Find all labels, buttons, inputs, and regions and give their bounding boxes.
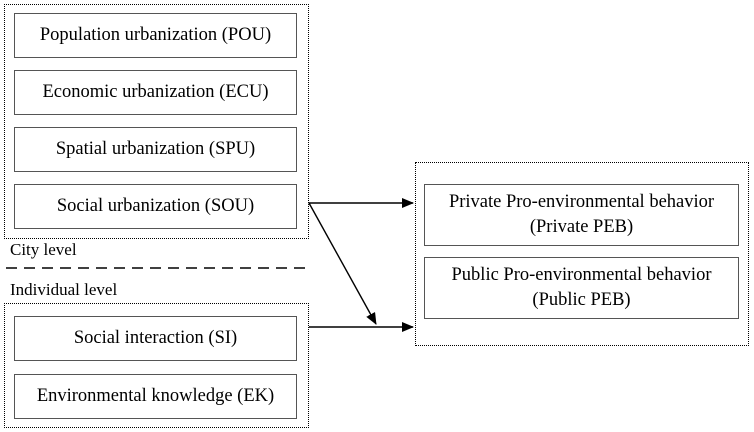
population-urbanization-box: Population urbanization (POU) [14,13,297,58]
economic-urbanization-label: Economic urbanization (ECU) [42,82,269,103]
public-peb-line1: Public Pro-environmental behavior [451,265,712,286]
individual-level-group [4,303,309,428]
environmental-knowledge-label: Environmental knowledge (EK) [36,386,275,407]
private-peb-line2: (Private PEB) [529,217,634,237]
individual-level-label: Individual level [10,280,118,299]
public-peb-line2: (Public PEB) [532,290,631,310]
spatial-urbanization-box: Spatial urbanization (SPU) [14,127,297,172]
public-peb-box: Public Pro-environmental behavior (Publi… [424,257,739,319]
environmental-knowledge-box: Environmental knowledge (EK) [14,374,297,419]
population-urbanization-label: Population urbanization (POU) [39,25,272,46]
economic-urbanization-box: Economic urbanization (ECU) [14,70,297,115]
spatial-urbanization-label: Spatial urbanization (SPU) [55,139,256,160]
private-peb-line1: Private Pro-environmental behavior [448,192,715,213]
outcome-group [415,162,749,346]
social-urbanization-label: Social urbanization (SOU) [56,196,255,217]
private-peb-box: Private Pro-environmental behavior (Priv… [424,184,739,246]
social-urbanization-box: Social urbanization (SOU) [14,184,297,229]
arrow-city-to-individual-path [308,202,377,325]
city-level-label: City level [10,240,77,259]
city-level-group [4,4,309,239]
social-interaction-label: Social interaction (SI) [73,328,238,349]
social-interaction-box: Social interaction (SI) [14,316,297,361]
